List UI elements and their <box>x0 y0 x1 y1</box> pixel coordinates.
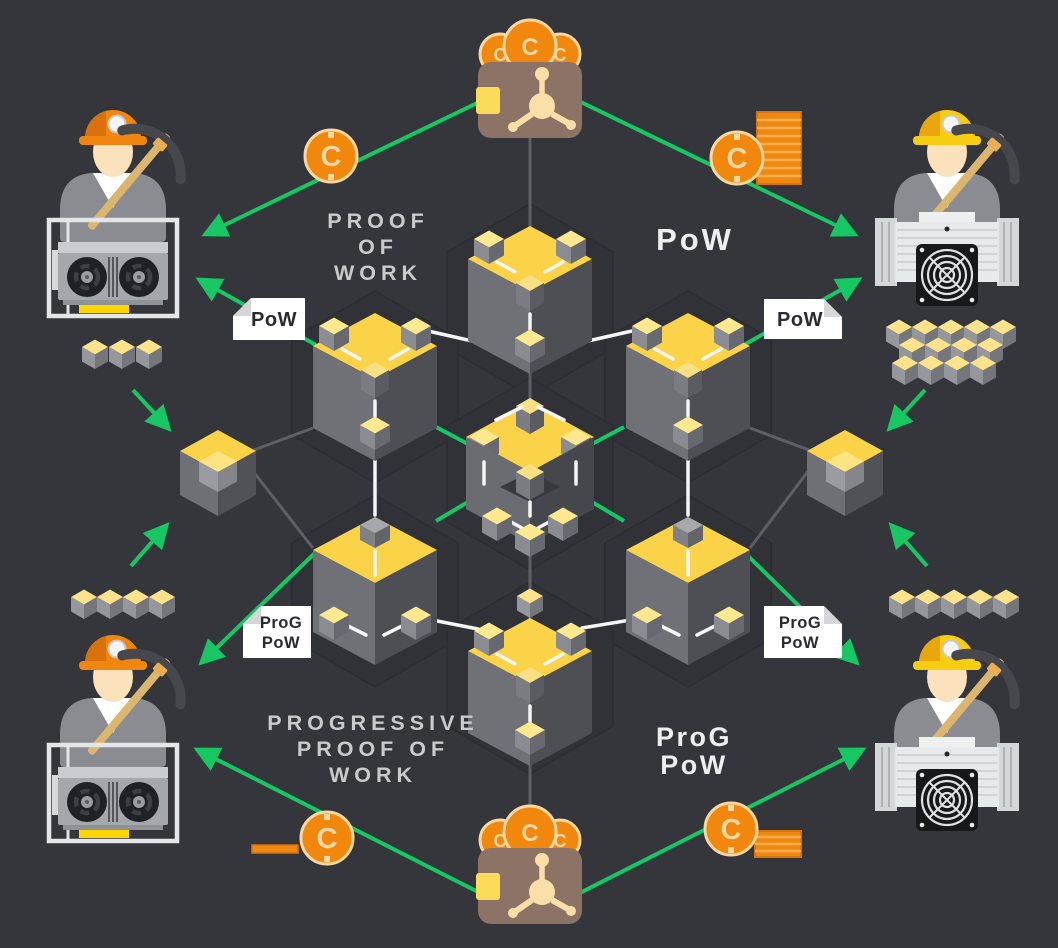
arrow-wallet-to-asic-miner <box>559 90 859 237</box>
svg-text:PoW: PoW <box>660 750 728 780</box>
svg-text:ProG: ProG <box>656 722 732 752</box>
coin-top-right <box>709 130 765 186</box>
coin-top-left <box>303 128 359 184</box>
wallet-top <box>476 20 582 138</box>
asic-miner-top-right <box>875 110 1031 306</box>
tag-progpow-left: ProG PoW <box>243 606 311 658</box>
center-block-cluster <box>466 398 594 557</box>
tag-pow-right-label: PoW <box>777 309 823 331</box>
heading-pow: PoW <box>656 222 734 257</box>
svg-text:OF: OF <box>358 235 398 259</box>
tag-fold <box>243 606 261 624</box>
arrow-blocks-to-side-cube-left-top <box>131 388 172 432</box>
svg-text:PROOF: PROOF <box>327 209 428 233</box>
side-cube-right <box>807 430 883 516</box>
link-cluster-upper-left <box>435 425 469 446</box>
heading-progressive-proof-of-work: PROGRESSIVE PROOF OF WORK <box>267 711 479 787</box>
coin-bottom-left <box>299 810 355 866</box>
gpu-miner-bottom-left <box>49 635 197 841</box>
svg-text:PoW: PoW <box>781 634 819 652</box>
heading-proof-of-work: PROOF OF WORK <box>327 209 428 285</box>
wallet-bottom <box>476 806 582 924</box>
asic-miner-bottom-right <box>875 635 1031 831</box>
mined-blocks-top-left <box>82 339 162 369</box>
mined-blocks-bottom-left <box>71 589 175 619</box>
tag-fold <box>233 298 251 316</box>
tag-pow-right: PoW <box>764 299 842 339</box>
tag-progpow-right: ProG PoW <box>764 606 842 658</box>
coin-stack-top-right <box>755 110 803 186</box>
arrow-blocks-to-side-cube-right-bottom <box>888 522 929 568</box>
coin-bottom-right <box>703 801 759 857</box>
svg-text:PROGRESSIVE: PROGRESSIVE <box>267 711 479 735</box>
link-cluster-upper-right <box>591 425 625 446</box>
coin-bar-bottom-left <box>251 844 299 854</box>
tag-progpow-left-label: ProG <box>260 614 302 632</box>
arrow-blocks-to-side-cube-right-top <box>886 388 927 432</box>
svg-text:PROOF OF: PROOF OF <box>297 737 449 761</box>
coin-stack-bottom-right <box>753 829 803 859</box>
svg-text:PoW: PoW <box>262 634 300 652</box>
tag-fold <box>824 606 842 624</box>
blockchain-network <box>180 226 883 766</box>
tag-pow-left-label: PoW <box>251 309 297 331</box>
tag-progpow-right-label: ProG <box>779 614 821 632</box>
tag-fold <box>824 299 842 317</box>
link-cluster-lower-right <box>590 500 626 523</box>
arrow-progpow-tag-left <box>198 550 318 666</box>
svg-text:WORK: WORK <box>334 261 422 285</box>
mined-blocks-bottom-right <box>889 589 1019 619</box>
arrow-blocks-to-side-cube-left-bottom <box>129 522 170 568</box>
side-cube-left <box>180 430 256 516</box>
link-cluster-lower-left <box>434 500 470 523</box>
gpu-miner-top-left <box>49 110 197 316</box>
heading-progpow: ProG PoW <box>656 722 732 780</box>
mined-blocks-top-right <box>886 319 1016 385</box>
svg-text:WORK: WORK <box>329 763 417 787</box>
tag-pow-left: PoW <box>233 298 305 340</box>
